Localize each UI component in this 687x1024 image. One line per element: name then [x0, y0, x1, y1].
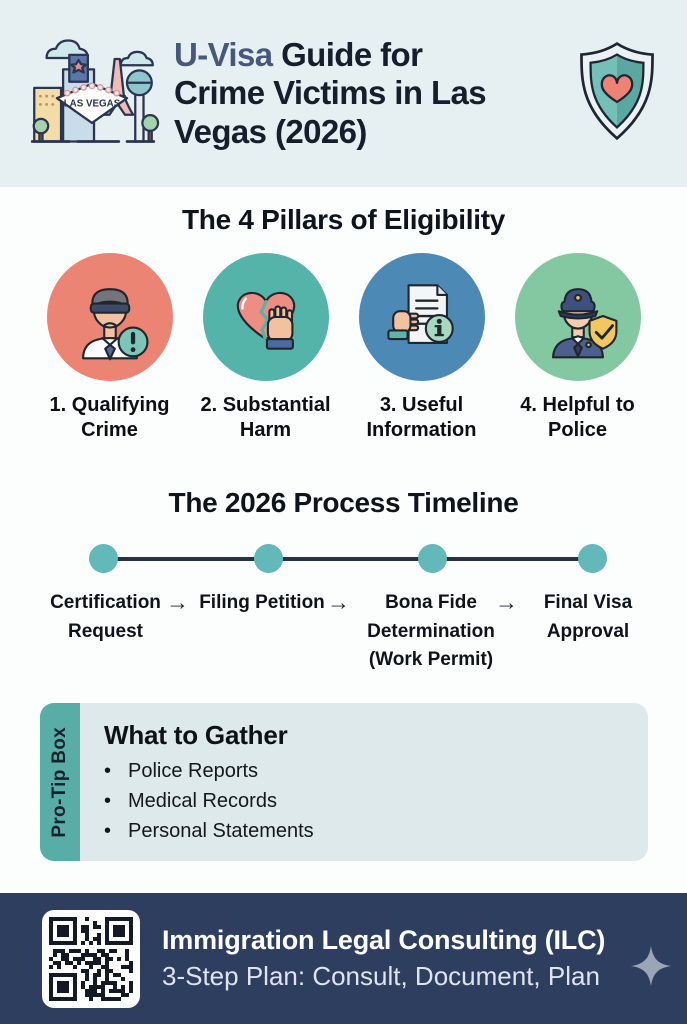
footer-text: Immigration Legal Consulting (ILC) 3-Ste… [162, 925, 605, 992]
arrow-icon: → [495, 589, 518, 615]
pillars-heading: The 4 Pillars of Eligibility [181, 204, 505, 235]
protip-box: Pro-Tip Box What to Gather • Police Repo… [40, 703, 648, 861]
list-item-text: Police Reports [128, 760, 259, 782]
broken-heart-hand-icon [202, 253, 329, 381]
page-title: U-Visa Guide for Crime Victims in Las Ve… [174, 36, 506, 152]
blindfolded-victim-icon [46, 253, 173, 381]
list-item: • Medical Records [104, 790, 630, 813]
las-vegas-skyline-icon: LAS VEGAS [26, 24, 160, 163]
timeline-step-label: Final Visa Approval [543, 592, 633, 642]
bullet-icon: • [104, 760, 112, 782]
timeline-step-label: Certification Request [50, 592, 161, 642]
list-item: • Police Reports [104, 760, 630, 783]
timeline-dot [418, 544, 447, 573]
sparkle-icon [629, 944, 673, 993]
timeline-dot [89, 544, 118, 573]
protip-heading: What to Gather [104, 720, 288, 750]
footer: Immigration Legal Consulting (ILC) 3-Ste… [0, 893, 687, 1024]
timeline-section: The 2026 Process Timeline Certification … [0, 465, 687, 693]
pillar-substantial-harm: 2. Substantial Harm [188, 253, 344, 443]
pillar-useful-information: 3. Useful Information [344, 253, 500, 443]
pillar-helpful-to-police: 4. Helpful to Police [500, 253, 656, 443]
list-item-text: Personal Statements [128, 820, 314, 842]
header: LAS VEGAS U-Visa Guide for Crime Victims… [0, 0, 687, 187]
police-officer-icon [514, 253, 641, 381]
list-item-text: Medical Records [128, 790, 277, 812]
document-info-icon [358, 253, 485, 381]
footer-org-name: Immigration Legal Consulting (ILC) [162, 925, 606, 955]
page-title-rest: Guide for Crime Victims in Las Vegas (20… [174, 35, 487, 150]
bullet-icon: • [104, 790, 112, 812]
timeline-track [0, 544, 687, 574]
list-item: • Personal Statements [104, 820, 630, 843]
timeline-dot [254, 544, 283, 573]
timeline-steps: Certification Request → Filing Petition … [0, 589, 687, 689]
las-vegas-sign-text: LAS VEGAS [64, 98, 121, 109]
pillars-section: The 4 Pillars of Eligibility [0, 187, 687, 465]
pillar-qualifying-crime: 1. Qualifying Crime [32, 253, 188, 443]
protip-section: Pro-Tip Box What to Gather • Police Repo… [0, 693, 687, 893]
footer-tagline: 3-Step Plan: Consult, Document, Plan [162, 961, 600, 991]
timeline-step-label: Filing Petition [199, 592, 325, 613]
protip-list: • Police Reports • Medical Records • Per… [104, 760, 630, 843]
protip-content: What to Gather • Police Reports • Medica… [40, 703, 648, 843]
page-title-accent: U-Visa [174, 35, 273, 73]
timeline-step-label: Bona Fide Determination (Work Permit) [367, 592, 495, 670]
timeline-dot [578, 544, 607, 573]
timeline-line [103, 557, 592, 561]
pillar-label: 3. Useful Information [366, 394, 477, 441]
pillar-label: 1. Qualifying Crime [49, 394, 170, 441]
protip-tab: Pro-Tip Box [40, 703, 80, 861]
arrow-icon: → [327, 589, 350, 615]
bullet-icon: • [104, 820, 112, 842]
qr-code-icon [42, 909, 140, 1008]
pillar-label: 2. Substantial Harm [200, 394, 331, 441]
timeline-heading: The 2026 Process Timeline [168, 487, 519, 518]
pillars-row: 1. Qualifying Crime [0, 253, 687, 443]
shield-heart-icon [571, 40, 663, 147]
protip-tab-label: Pro-Tip Box [49, 726, 70, 838]
pillar-label: 4. Helpful to Police [520, 394, 635, 441]
arrow-icon: → [166, 589, 189, 615]
